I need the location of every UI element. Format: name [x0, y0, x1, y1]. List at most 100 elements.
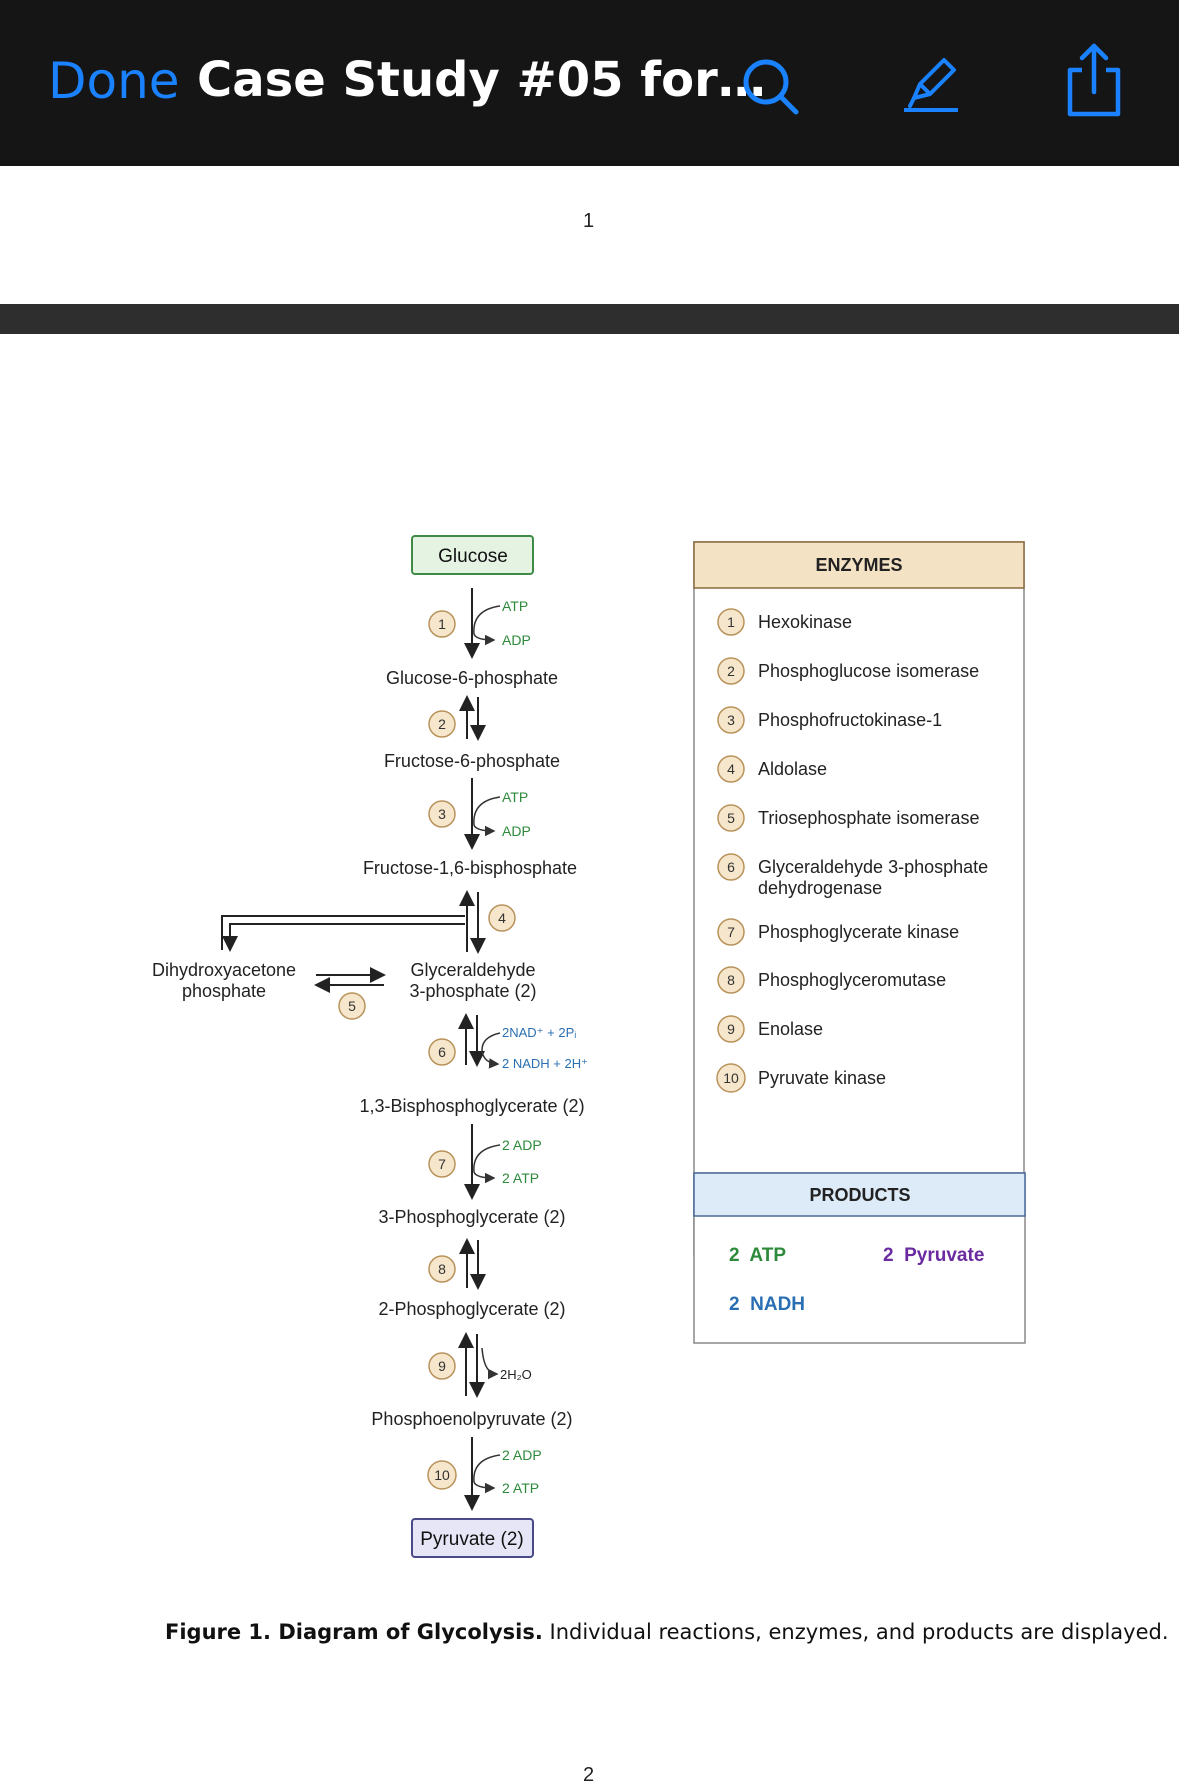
step7-in: 2 ADP — [502, 1137, 542, 1153]
step-number-1: 1 — [438, 616, 446, 632]
search-icon[interactable] — [738, 54, 802, 118]
enzyme-name: Enolase — [758, 1019, 823, 1039]
glucose-box — [411, 535, 534, 575]
page-number-1: 1 — [583, 210, 595, 232]
enzyme-name: Phosphofructokinase-1 — [758, 710, 942, 730]
enzyme-name: Phosphoglyceromutase — [758, 970, 946, 990]
enzyme-num: 9 — [727, 1021, 735, 1037]
pyruvate-box — [411, 1518, 534, 1558]
step-circle-1 — [428, 610, 456, 638]
enzyme-num: 8 — [727, 972, 735, 988]
glycolysis-figure: Glucose ATP ADP 1 Glucose-6-phosphate 2 … — [152, 535, 1026, 1558]
dhap-label-line2: phosphate — [182, 981, 266, 1001]
step-circle-3 — [428, 800, 456, 828]
top-toolbar: Done Case Study #05 for… — [0, 0, 1179, 166]
enzyme-name: Aldolase — [758, 759, 827, 779]
step-circle-4 — [488, 904, 516, 932]
step9-out: 2H₂O — [500, 1367, 532, 1382]
enzymes-header-bar — [693, 541, 1025, 589]
figure-caption-text: Individual reactions, enzymes, and produ… — [542, 1620, 1169, 1644]
step-number-7: 7 — [438, 1156, 446, 1172]
enzyme-name: Triosephosphate isomerase — [758, 808, 979, 828]
enzyme-name: Phosphoglycerate kinase — [758, 922, 959, 942]
pyruvate-label: Pyruvate (2) — [420, 1529, 523, 1550]
enzyme-num-circle — [717, 755, 745, 783]
page-number-2: 2 — [583, 1764, 595, 1786]
page-2: Glucose ATP ADP 1 Glucose-6-phosphate 2 … — [0, 334, 1179, 1786]
step6-in: 2NAD⁺ + 2Pᵢ — [502, 1025, 576, 1040]
step-number-10: 10 — [434, 1467, 450, 1483]
enzyme-num-circle — [717, 853, 745, 881]
water-arc-9 — [481, 1347, 499, 1380]
step-circle-8 — [428, 1255, 456, 1283]
enzyme-num: 3 — [727, 712, 735, 728]
enzyme-num-circle — [717, 706, 745, 734]
enzyme-num: 4 — [727, 761, 735, 777]
document-title: Case Study #05 for… — [197, 52, 766, 108]
enzyme-num-circle — [717, 966, 745, 994]
step-circle-10 — [427, 1460, 457, 1490]
fructose-6-phosphate-label: Fructose-6-phosphate — [384, 751, 560, 771]
g3p-label-line2: 3-phosphate (2) — [409, 981, 536, 1001]
cofactor-arc-6 — [481, 1032, 501, 1069]
step-number-3: 3 — [438, 806, 446, 822]
glucose-6-phosphate-label: Glucose-6-phosphate — [386, 668, 558, 688]
step10-in: 2 ADP — [502, 1447, 542, 1463]
step-number-2: 2 — [438, 716, 446, 732]
step-number-4: 4 — [498, 910, 506, 926]
step1-in: ATP — [502, 598, 528, 614]
done-button[interactable]: Done — [48, 52, 180, 110]
step10-out: 2 ATP — [502, 1480, 539, 1496]
aldolase-branch-outer — [221, 915, 465, 950]
enzyme-name: Hexokinase — [758, 612, 852, 632]
enzyme-num: 1 — [727, 614, 735, 630]
enzyme-name: Phosphoglucose isomerase — [758, 661, 979, 681]
markup-pen-icon[interactable] — [900, 48, 964, 116]
g3p-label-line1: Glyceraldehyde — [410, 960, 535, 980]
dhap-label-line1: Dihydroxyacetone — [152, 960, 296, 980]
cofactor-arc-10 — [473, 1454, 501, 1494]
enzyme-num: 2 — [727, 663, 735, 679]
enzymes-header: ENZYMES — [815, 555, 902, 575]
2-phosphoglycerate-label: 2-Phosphoglycerate (2) — [378, 1299, 565, 1319]
cofactor-arc-3 — [473, 796, 501, 837]
3-phosphoglycerate-label: 3-Phosphoglycerate (2) — [378, 1207, 565, 1227]
share-icon[interactable] — [1062, 40, 1126, 120]
enzyme-num: 6 — [727, 859, 735, 875]
products-header-bar — [693, 1172, 1026, 1217]
enzyme-num-circle — [717, 608, 745, 636]
figure-caption: Figure 1. Diagram of Glycolysis. Individ… — [165, 1620, 1169, 1644]
step-circle-5 — [338, 992, 366, 1020]
step-number-6: 6 — [438, 1044, 446, 1060]
step6-out: 2 NADH + 2H⁺ — [502, 1056, 588, 1071]
page-1-bottom: 1 — [0, 166, 1179, 304]
bisphosphoglycerate-label: 1,3-Bisphosphoglycerate (2) — [359, 1096, 584, 1116]
enzyme-num-circle — [717, 918, 745, 946]
enzyme-name-line2: dehydrogenase — [758, 878, 882, 898]
cofactor-arc-7 — [473, 1144, 501, 1184]
step-circle-7 — [428, 1150, 456, 1178]
products-header: PRODUCTS — [809, 1185, 910, 1205]
page-separator — [0, 304, 1179, 334]
cofactor-arc-1 — [473, 605, 501, 646]
enzyme-name: Glyceraldehyde 3-phosphate — [758, 857, 988, 877]
enzyme-num-circle — [717, 657, 745, 685]
enzyme-num-circle — [717, 1015, 745, 1043]
enzyme-num-circle — [716, 1063, 746, 1093]
figure-caption-bold: Figure 1. Diagram of Glycolysis. — [165, 1620, 543, 1644]
step-number-8: 8 — [438, 1261, 446, 1277]
step-circle-6 — [428, 1038, 456, 1066]
step3-out: ADP — [502, 823, 531, 839]
step-circle-9 — [428, 1352, 456, 1380]
step-number-9: 9 — [438, 1358, 446, 1374]
enzyme-num-circle — [717, 804, 745, 832]
aldolase-branch-inner — [222, 923, 465, 952]
product-pyruvate: 2 Pyruvate — [883, 1245, 984, 1266]
step3-in: ATP — [502, 789, 528, 805]
enzyme-list: 1 Hexokinase 2 Phosphoglucose isomerase … — [716, 608, 988, 1093]
enzyme-num: 10 — [723, 1070, 739, 1086]
step1-out: ADP — [502, 632, 531, 648]
step-circle-2 — [428, 710, 456, 738]
enzyme-num: 5 — [727, 810, 735, 826]
product-atp: 2 ATP — [729, 1245, 786, 1266]
